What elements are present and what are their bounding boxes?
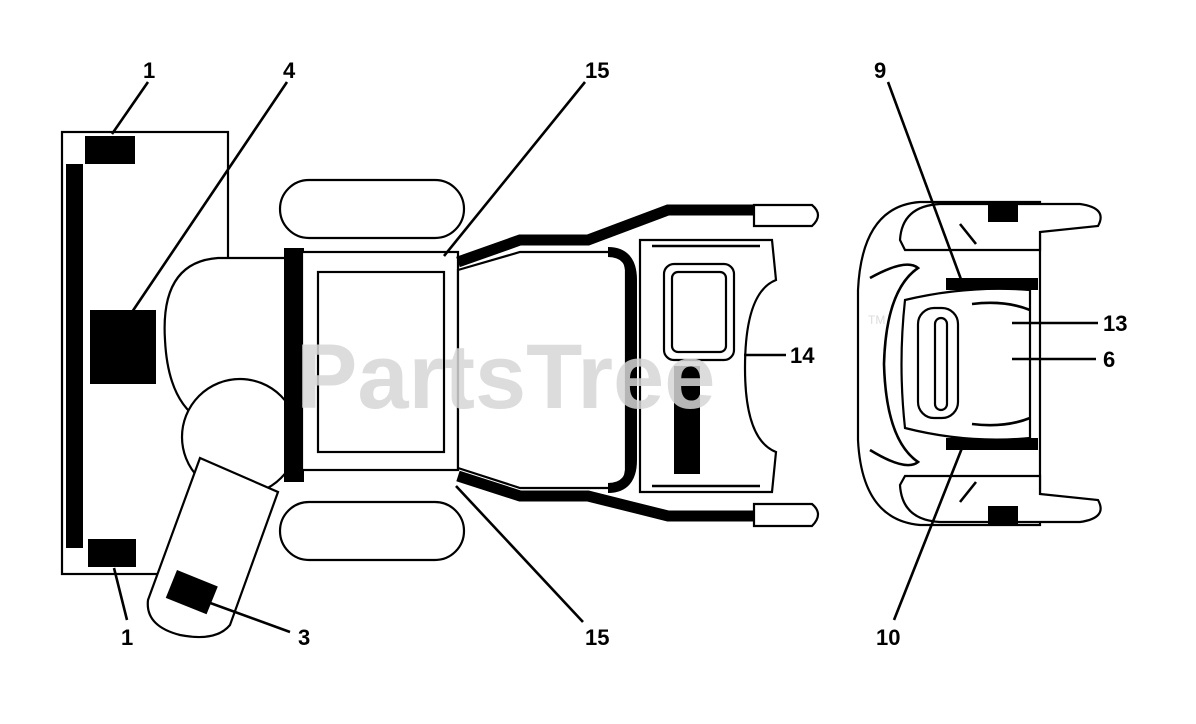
handle-slot-inner bbox=[933, 316, 949, 412]
decal-3 bbox=[165, 570, 218, 615]
callout-15-top: 15 bbox=[585, 58, 609, 83]
leader-lines bbox=[110, 81, 1098, 634]
arm-bottom-strap bbox=[988, 506, 1018, 526]
arm-top-strap bbox=[988, 202, 1018, 222]
callout-1-top: 1 bbox=[143, 58, 155, 83]
callout-4: 4 bbox=[283, 58, 296, 83]
callout-14: 14 bbox=[790, 343, 815, 368]
decal-1-top bbox=[85, 136, 135, 164]
decal-4 bbox=[90, 310, 156, 384]
decal-14 bbox=[674, 366, 700, 474]
watermark-trademark: TM bbox=[868, 313, 885, 327]
leader-9 bbox=[886, 81, 964, 283]
callout-13: 13 bbox=[1103, 311, 1127, 336]
handle-grip-top bbox=[752, 203, 820, 228]
frame-rail-bottom bbox=[456, 470, 754, 522]
hood-line-top bbox=[971, 301, 1031, 312]
callout-9: 9 bbox=[874, 58, 886, 83]
callout-10: 10 bbox=[876, 625, 900, 650]
callout-1-bottom: 1 bbox=[121, 625, 133, 650]
decal-9 bbox=[946, 278, 1038, 290]
seat-back-edge bbox=[607, 247, 637, 493]
decal-10 bbox=[946, 438, 1038, 450]
leader-1-bottom bbox=[112, 567, 129, 621]
handle-grip-bottom bbox=[752, 502, 820, 528]
arm-top-detail bbox=[958, 223, 978, 245]
leader-15-bottom bbox=[455, 485, 584, 623]
hood-front-contour bbox=[869, 263, 921, 467]
wheel-bottom bbox=[278, 500, 466, 562]
leader-1-top bbox=[110, 81, 150, 135]
arm-top bbox=[898, 202, 1102, 252]
hood-line-bottom bbox=[971, 416, 1031, 427]
callout-labels: 1 1 4 3 15 15 14 9 10 13 6 bbox=[121, 58, 1127, 650]
leader-10 bbox=[892, 447, 964, 621]
callout-15-bottom: 15 bbox=[585, 625, 609, 650]
leader-15-top bbox=[442, 81, 587, 257]
arm-bottom bbox=[898, 474, 1102, 524]
mower-top-view bbox=[60, 130, 820, 639]
blade-edge-strip bbox=[66, 164, 83, 548]
watermark-text: PartsTree bbox=[296, 326, 715, 428]
console-display-inner bbox=[670, 270, 728, 354]
decal-1-bottom bbox=[88, 539, 136, 567]
leader-3 bbox=[201, 598, 291, 634]
leader-4 bbox=[128, 81, 289, 316]
wheel-top bbox=[278, 178, 466, 240]
callout-3: 3 bbox=[298, 625, 310, 650]
watermark: PartsTree TM bbox=[296, 313, 885, 428]
arm-bottom-detail bbox=[958, 481, 978, 503]
rear-hood-view bbox=[856, 200, 1102, 527]
frame-rail-top bbox=[456, 204, 754, 268]
callout-6: 6 bbox=[1103, 347, 1115, 372]
body-inner-panel bbox=[316, 270, 446, 454]
frame-crossbar bbox=[284, 248, 304, 482]
